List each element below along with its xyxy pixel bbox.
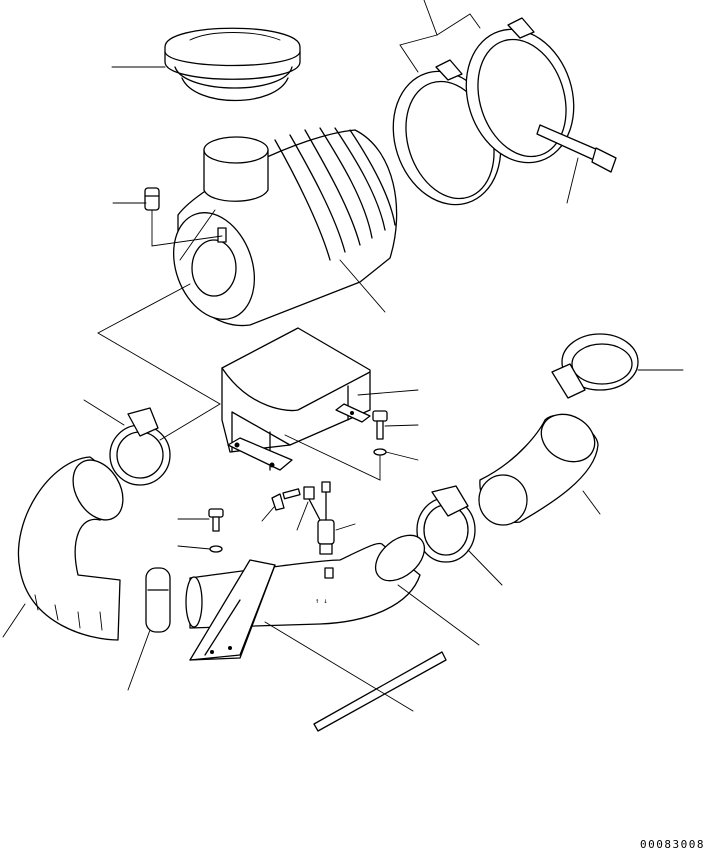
bracket-bolt [373,411,387,439]
pipe-stay [190,560,275,660]
bracket-bolt [209,509,223,531]
hose-clamp [552,334,638,398]
air-cleaner-cap [165,28,300,100]
service-indicator [145,188,159,210]
connector [146,568,170,632]
washer [374,449,386,455]
hose-clamp [417,486,475,562]
mounting-bands [377,15,591,218]
elbow-duct [479,405,603,525]
dust-evacuator-valve [304,482,334,554]
mounting-bracket [222,328,370,470]
svg-text:↑ ↓: ↑ ↓ [315,597,328,605]
drawing-number: 00083008 [640,838,705,851]
bracket-bolt [272,489,300,510]
hose-clamp [110,408,170,485]
air-cleaner-body [159,128,396,331]
leader-lines [3,0,683,711]
washer [210,546,222,552]
band-bolt [537,125,616,172]
elbow-hose [18,451,133,640]
